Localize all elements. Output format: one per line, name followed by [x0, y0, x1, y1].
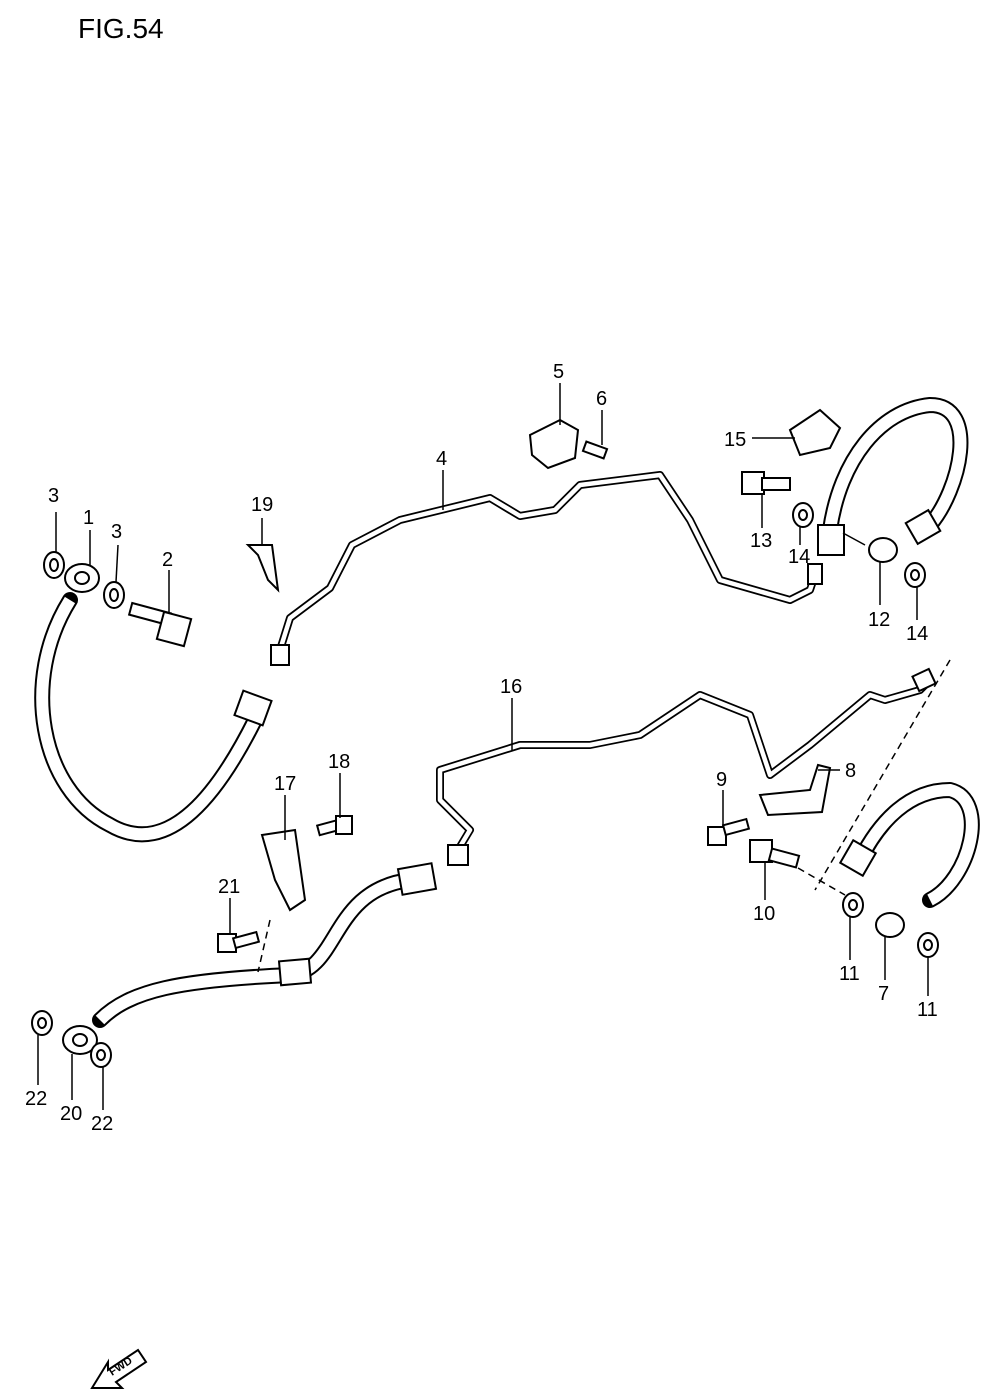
figure-title: FIG.54 [78, 13, 164, 44]
alignment-dash-21 [257, 919, 271, 973]
callout-9: 9 [716, 769, 727, 791]
callout-6: 6 [596, 388, 607, 410]
washer-part-14-lower [904, 562, 926, 588]
clip-part-19 [245, 544, 280, 593]
callout-22-right: 22 [91, 1113, 113, 1135]
washer-part-22-left [31, 1010, 53, 1036]
callout-3-right: 3 [111, 521, 122, 543]
screw-part-6 [581, 440, 609, 460]
bolt-part-9 [707, 817, 751, 846]
callout-14-lower: 14 [906, 623, 928, 645]
hose-part-1 [34, 563, 273, 843]
washer-part-11-left [842, 892, 864, 918]
washer-part-3-left [43, 551, 65, 579]
hose-part-12 [817, 397, 969, 563]
bracket-part-17 [260, 828, 307, 912]
washer-part-3-right [103, 581, 125, 609]
callout-1: 1 [83, 507, 94, 529]
pipe-part-4 [270, 471, 823, 666]
callout-2: 2 [162, 549, 173, 571]
callout-15: 15 [724, 429, 746, 451]
callout-18: 18 [328, 751, 350, 773]
hose-part-7 [814, 659, 980, 938]
hose-part-20 [62, 862, 438, 1055]
clip-part-15 [788, 408, 842, 457]
bolt-part-13 [741, 471, 791, 495]
washer-part-11-right [917, 932, 939, 958]
washer-part-22-right [90, 1042, 112, 1068]
washer-part-14-upper [792, 502, 814, 528]
bolt-part-18 [315, 815, 353, 837]
callout-17: 17 [274, 773, 296, 795]
callout-4: 4 [436, 448, 447, 470]
leader-lines [37, 383, 929, 1110]
callout-16: 16 [500, 676, 522, 698]
callout-11-left: 11 [839, 963, 860, 985]
callout-5: 5 [553, 361, 564, 383]
bracket-part-8 [758, 763, 832, 817]
bolt-part-21 [217, 930, 261, 953]
callout-13: 13 [750, 530, 772, 552]
callout-3-left: 3 [48, 485, 59, 507]
callout-10: 10 [753, 903, 775, 925]
callout-7: 7 [878, 983, 889, 1005]
callout-22-left: 22 [25, 1088, 47, 1110]
callout-8: 8 [845, 760, 856, 782]
pipe-part-16 [436, 667, 937, 866]
callout-20: 20 [60, 1103, 82, 1125]
callout-11-right: 11 [917, 999, 938, 1021]
forward-arrow-icon: FWD [90, 1348, 148, 1389]
callout-14-upper: 14 [788, 546, 810, 568]
callout-21: 21 [218, 876, 240, 898]
callout-12: 12 [868, 609, 890, 631]
bolt-part-2 [127, 601, 193, 648]
clamp-part-5 [528, 418, 580, 470]
bolt-part-10 [749, 839, 846, 896]
callout-19: 19 [251, 494, 273, 516]
